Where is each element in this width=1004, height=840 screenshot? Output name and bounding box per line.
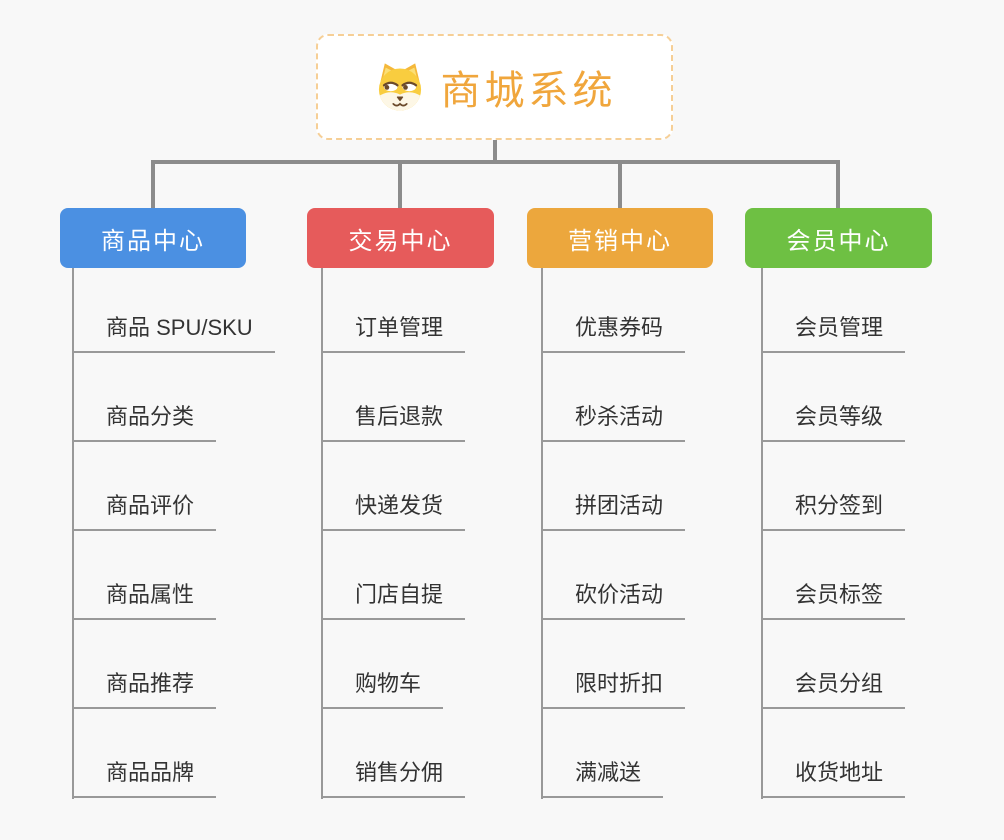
leaf-node[interactable]: 快递发货 bbox=[321, 488, 466, 531]
root-title: 商城系统 bbox=[440, 69, 617, 113]
branch-items-member: 会员管理 会员等级 积分签到 会员标签 会员分组 收货地址 bbox=[761, 268, 906, 798]
leaf-node[interactable]: 会员标签 bbox=[761, 577, 906, 620]
leaf-node[interactable]: 会员分组 bbox=[761, 666, 906, 709]
branch-spine-member bbox=[761, 268, 763, 799]
leaf-node[interactable]: 商品推荐 bbox=[72, 666, 217, 709]
leaf-node[interactable]: 会员等级 bbox=[761, 399, 906, 442]
leaf-node[interactable]: 商品分类 bbox=[72, 399, 217, 442]
root-node[interactable]: 商城系统 bbox=[316, 34, 673, 140]
branch-spine-trade bbox=[321, 268, 323, 799]
leaf-node[interactable]: 积分签到 bbox=[761, 488, 906, 531]
leaf-node[interactable]: 砍价活动 bbox=[541, 577, 686, 620]
connector-drop-product bbox=[151, 160, 155, 208]
root-connector-line bbox=[493, 140, 497, 162]
leaf-node[interactable]: 会员管理 bbox=[761, 310, 906, 353]
leaf-node[interactable]: 购物车 bbox=[321, 666, 444, 709]
leaf-node[interactable]: 满减送 bbox=[541, 755, 664, 798]
branch-spine-product bbox=[72, 268, 74, 799]
connector-drop-member bbox=[836, 160, 840, 208]
branch-node-trade[interactable]: 交易中心 bbox=[307, 208, 494, 268]
leaf-node[interactable]: 商品 SPU/SKU bbox=[72, 310, 275, 353]
leaf-node[interactable]: 限时折扣 bbox=[541, 666, 686, 709]
leaf-node[interactable]: 商品属性 bbox=[72, 577, 217, 620]
branch-node-member[interactable]: 会员中心 bbox=[745, 208, 932, 268]
leaf-node[interactable]: 优惠券码 bbox=[541, 310, 686, 353]
connector-drop-marketing bbox=[618, 160, 622, 208]
leaf-node[interactable]: 门店自提 bbox=[321, 577, 466, 620]
branch-items-marketing: 优惠券码 秒杀活动 拼团活动 砍价活动 限时折扣 满减送 bbox=[541, 268, 686, 798]
branch-connector-bar bbox=[151, 160, 840, 164]
leaf-node[interactable]: 销售分佣 bbox=[321, 755, 466, 798]
connector-drop-trade bbox=[398, 160, 402, 208]
leaf-node[interactable]: 订单管理 bbox=[321, 310, 466, 353]
branch-node-product[interactable]: 商品中心 bbox=[60, 208, 246, 268]
leaf-node[interactable]: 商品评价 bbox=[72, 488, 217, 531]
leaf-node[interactable]: 商品品牌 bbox=[72, 755, 217, 798]
branch-spine-marketing bbox=[541, 268, 543, 799]
branch-items-trade: 订单管理 售后退款 快递发货 门店自提 购物车 销售分佣 bbox=[321, 268, 466, 798]
branch-node-marketing[interactable]: 营销中心 bbox=[527, 208, 713, 268]
leaf-node[interactable]: 拼团活动 bbox=[541, 488, 686, 531]
leaf-node[interactable]: 秒杀活动 bbox=[541, 399, 686, 442]
leaf-node[interactable]: 收货地址 bbox=[761, 755, 906, 798]
leaf-node[interactable]: 售后退款 bbox=[321, 399, 466, 442]
branch-items-product: 商品 SPU/SKU 商品分类 商品评价 商品属性 商品推荐 商品品牌 bbox=[72, 268, 275, 798]
shiba-dog-icon bbox=[373, 62, 427, 112]
